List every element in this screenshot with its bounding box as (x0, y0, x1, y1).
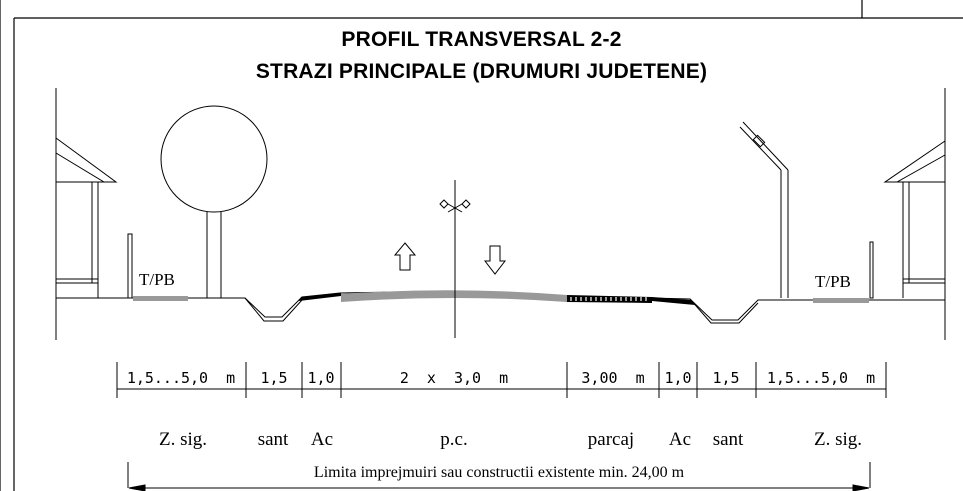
axis-symbol-icon (439, 199, 471, 213)
dimension-label: 1,0 (664, 369, 691, 387)
dimension-label: 1,5 (260, 369, 287, 387)
left-sidewalk-pavement (133, 296, 188, 301)
zone-labels: Z. sig. sant Ac p.c. parcaj Ac sant Z. sig. (159, 429, 862, 450)
dimension-label: 1,5 (712, 369, 739, 387)
right-boundary-post (869, 241, 874, 299)
terrain (55, 88, 946, 340)
zone-label: p.c. (440, 429, 467, 450)
left-house-icon (55, 137, 118, 298)
parking-pavement (567, 295, 652, 303)
left-sidewalk-label: T/PB (139, 270, 175, 289)
dimension-labels: 1,5...5,0 m 1,5 1,0 2 x 3,0 m 3,00 m 1,0 1,5 1,… (127, 369, 875, 387)
left-boundary-post (127, 233, 133, 299)
dimension-label: 1,5...5,0 m (767, 369, 875, 387)
right-curb-strip (652, 297, 695, 305)
right-house-icon (883, 140, 946, 298)
zone-label: parcaj (588, 429, 634, 450)
drawing-title: PROFIL TRANSVERSAL 2-2 (341, 28, 622, 51)
zone-label: sant (258, 429, 289, 450)
tree-icon (160, 105, 268, 298)
drawing-subtitle: STRAZI PRINCIPALE (DRUMURI JUDETENE) (255, 60, 708, 83)
dimension-label: 1,5...5,0 m (127, 369, 235, 387)
dimension-label: 2 x 3,0 m (400, 369, 508, 387)
zone-label: Z. sig. (814, 429, 862, 450)
dimension-label: 1,0 (307, 369, 334, 387)
zone-label: sant (713, 429, 744, 450)
limit-line (127, 462, 871, 491)
up-arrow-icon (393, 242, 417, 271)
zone-label: Z. sig. (159, 429, 207, 450)
limit-label: Limita imprejmuiri sau constructii exist… (314, 464, 685, 481)
carriageway-pavement (341, 290, 567, 302)
street-lamp-icon (739, 121, 789, 298)
zone-label: Ac (669, 429, 691, 450)
dimension-label: 3,00 m (581, 369, 644, 387)
right-sidewalk-pavement (813, 298, 869, 303)
left-curb-strip (299, 293, 341, 301)
zone-label: Ac (311, 429, 333, 450)
dimension-ticks (116, 362, 887, 398)
right-sidewalk-label: T/PB (815, 272, 851, 291)
down-arrow-icon (483, 245, 507, 275)
